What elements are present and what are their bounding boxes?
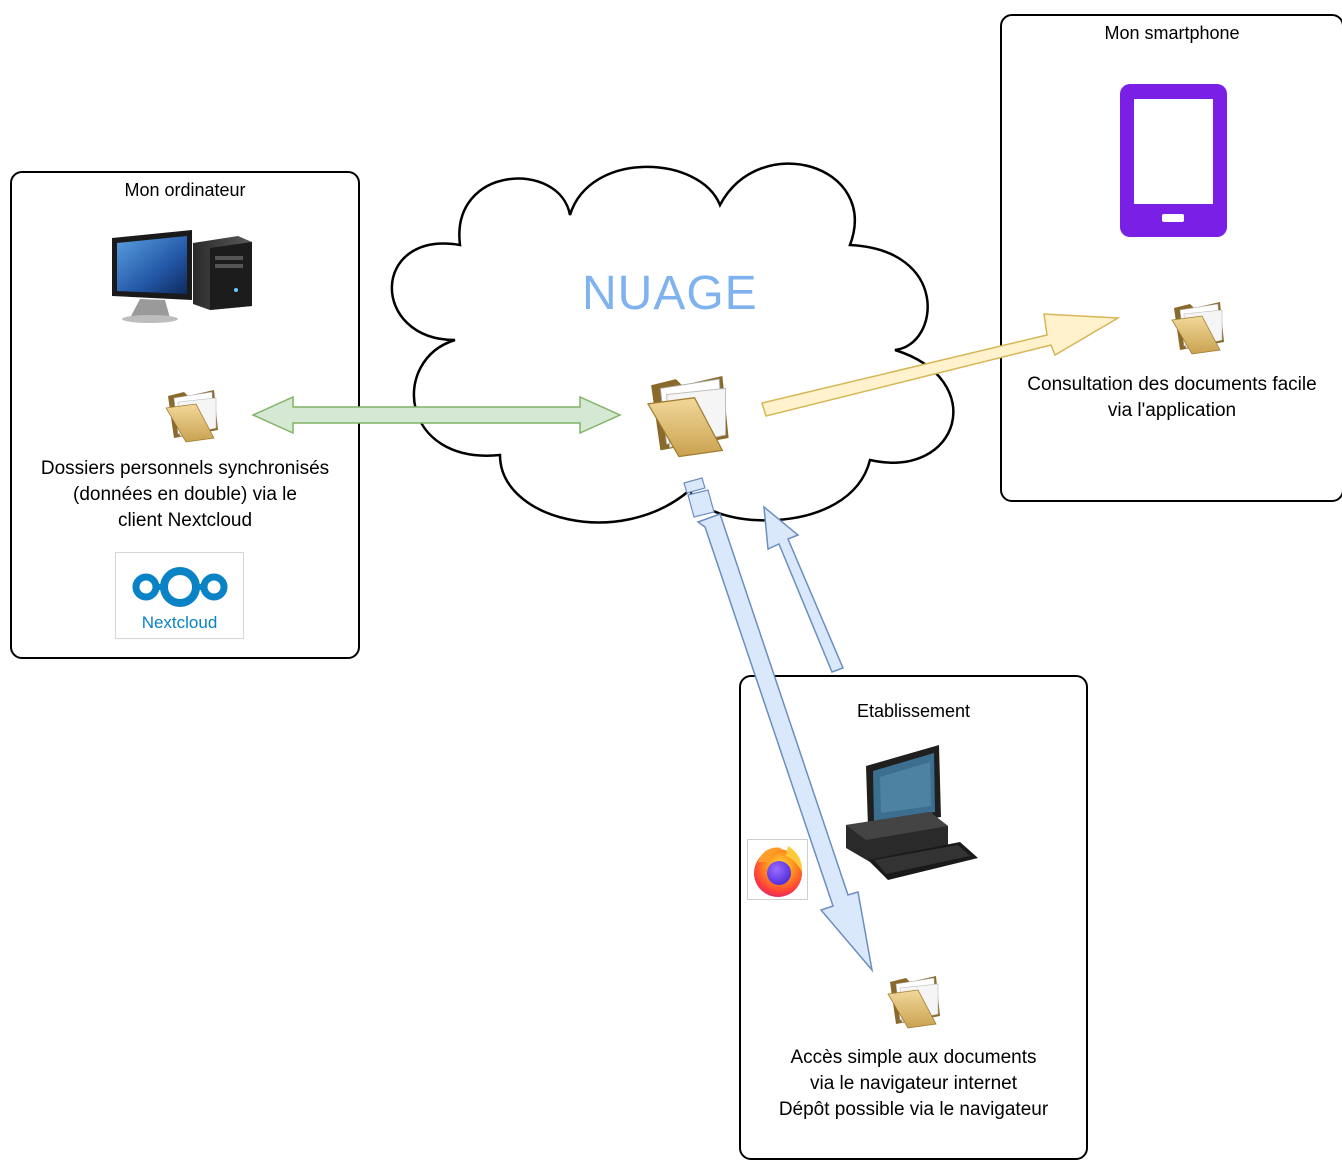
school-folder-icon bbox=[887, 976, 940, 1029]
school-box-title: Etablissement bbox=[856, 701, 971, 721]
web-download-arrow bbox=[696, 513, 874, 973]
sync-double-arrow bbox=[251, 395, 622, 435]
firefox-globe-icon bbox=[754, 846, 803, 897]
smartphone-description: Consultation des documents facile via l'… bbox=[1027, 374, 1317, 421]
smartphone-folder-icon bbox=[1171, 302, 1224, 355]
web-arrow-dash-2 bbox=[687, 489, 715, 518]
computer-description: Dossiers personnels synchronisés (donnée… bbox=[40, 458, 330, 531]
computer-folder-icon bbox=[165, 390, 218, 443]
school-description: Accès simple aux documents via le naviga… bbox=[778, 1047, 1049, 1120]
firefox-icon bbox=[747, 839, 808, 900]
web-arrow-dash-1 bbox=[683, 477, 706, 494]
app-arrow bbox=[761, 313, 1121, 417]
cloud-title: NUAGE bbox=[582, 267, 758, 320]
nextcloud-logo-text: Nextcloud bbox=[141, 613, 218, 632]
web-upload-arrow bbox=[763, 505, 845, 673]
computer-box-title: Mon ordinateur bbox=[124, 180, 246, 200]
cloud-folder-icon bbox=[646, 376, 729, 458]
nextcloud-rings-icon bbox=[132, 567, 228, 607]
nextcloud-logo: Nextcloud bbox=[115, 552, 244, 639]
smartphone-box-title: Mon smartphone bbox=[1104, 23, 1240, 43]
